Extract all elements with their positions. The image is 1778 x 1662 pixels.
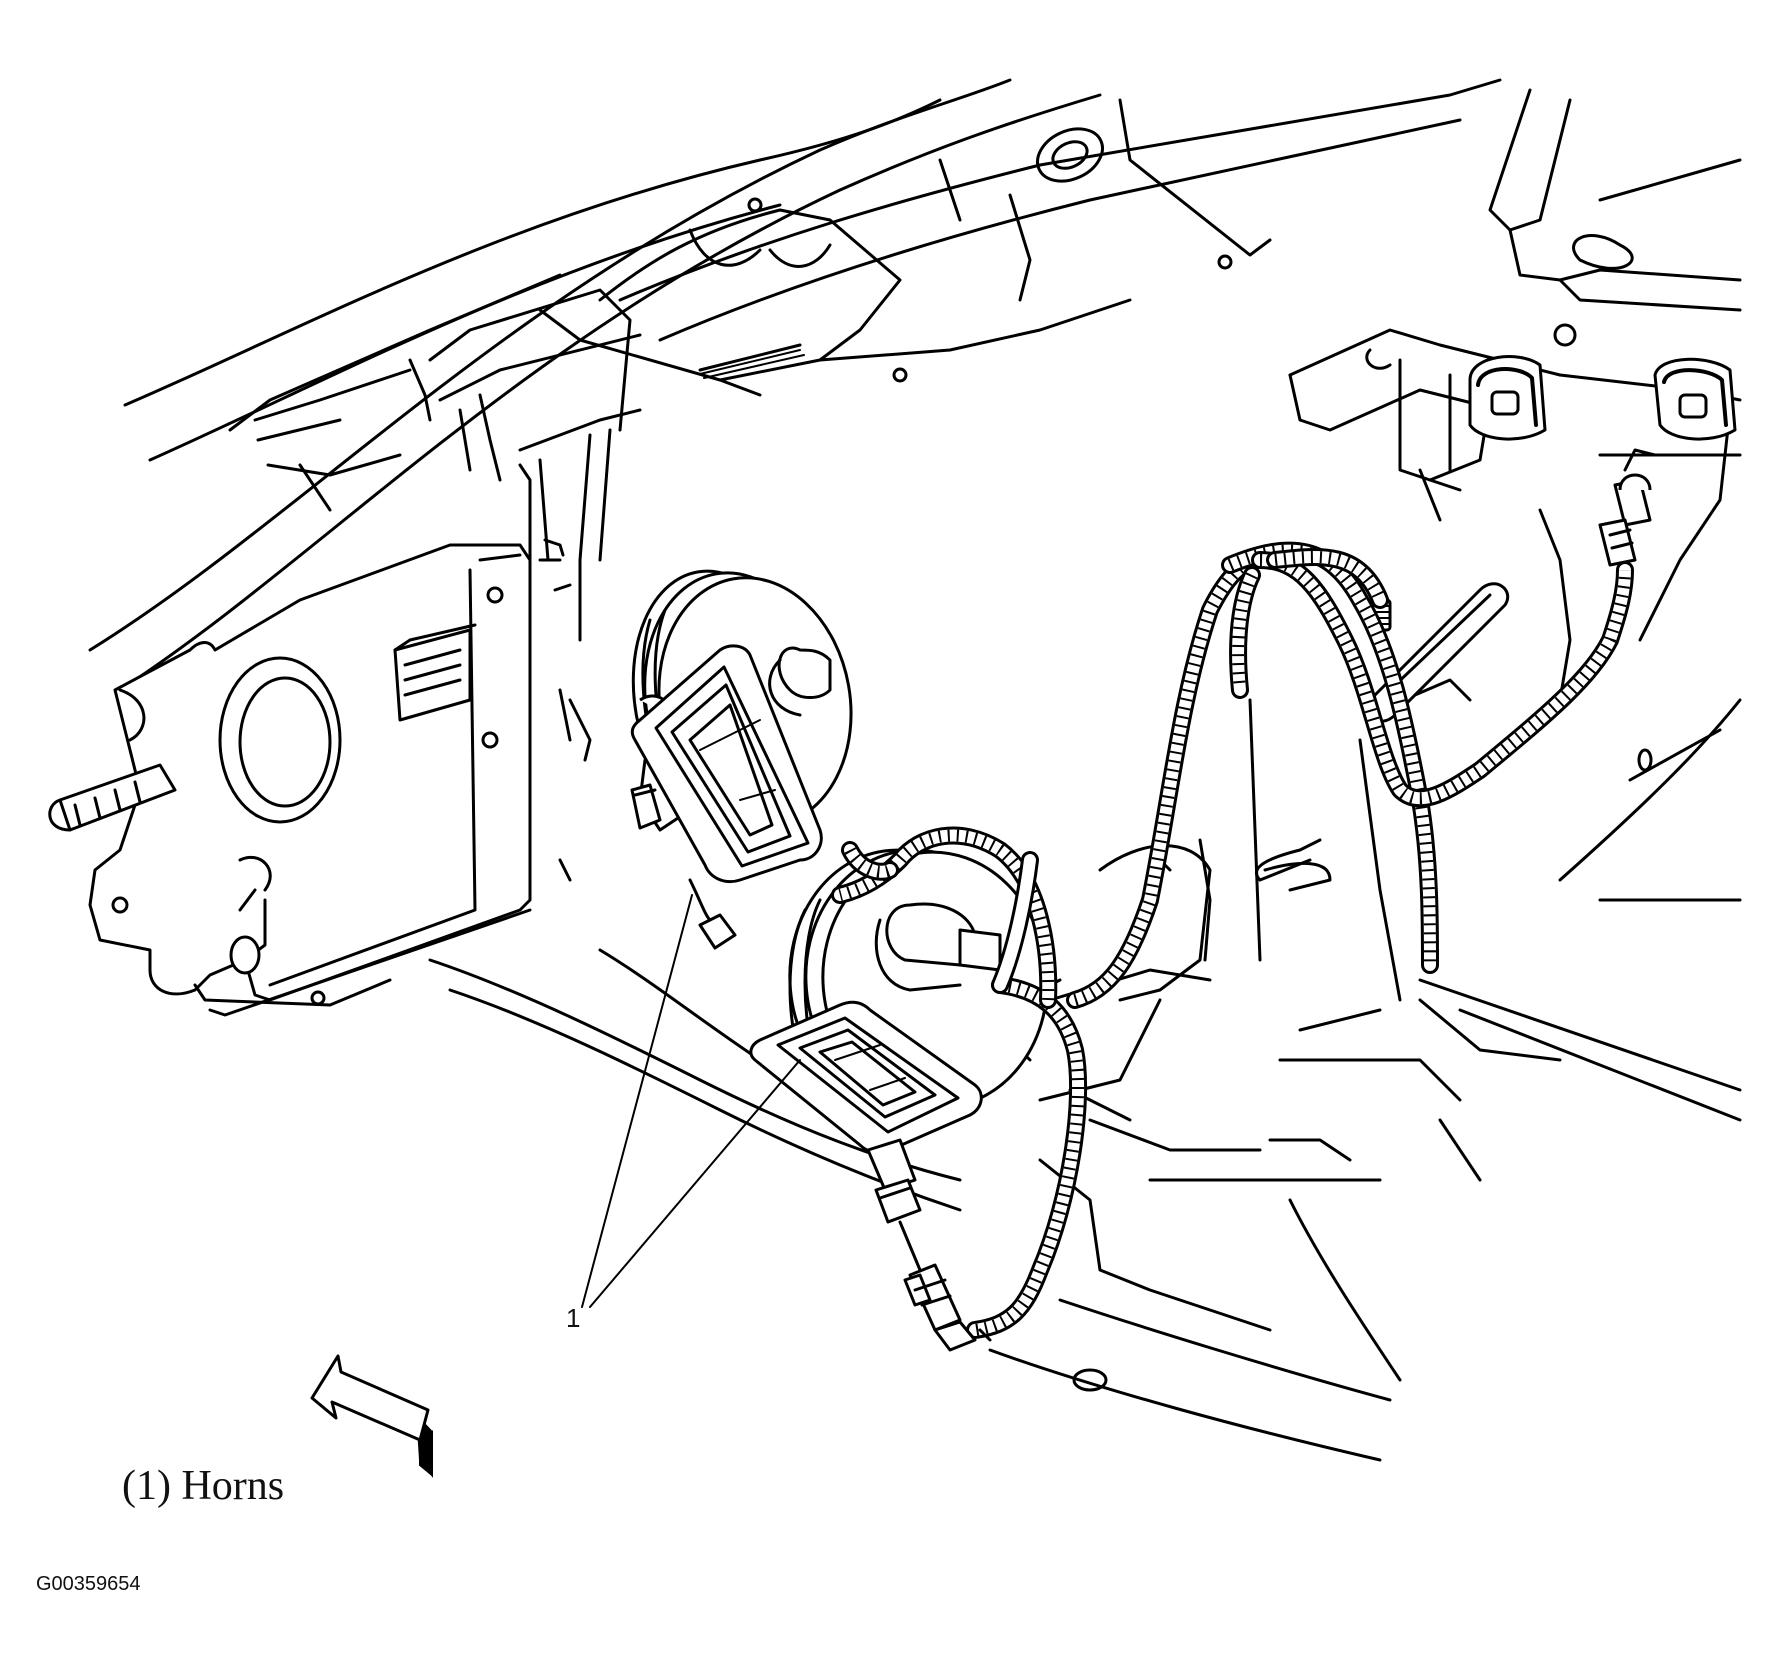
horn-upper <box>630 569 853 950</box>
legend-caption: (1) Horns <box>122 1463 285 1509</box>
right-body-structure <box>1248 88 1742 1122</box>
wiring-harness <box>831 541 1634 1339</box>
upper-body-rail <box>88 78 1502 692</box>
figure-id: G00359654 <box>36 1573 141 1595</box>
horn-connectors <box>866 1138 992 1352</box>
horn-lower <box>749 848 1049 1155</box>
front-apron-pillar <box>253 288 642 762</box>
callout-number: 1 <box>566 1303 581 1333</box>
left-mounting-bracket <box>48 543 572 1017</box>
front-direction-arrow <box>310 1354 433 1478</box>
callout-leader-lines <box>581 894 801 1308</box>
